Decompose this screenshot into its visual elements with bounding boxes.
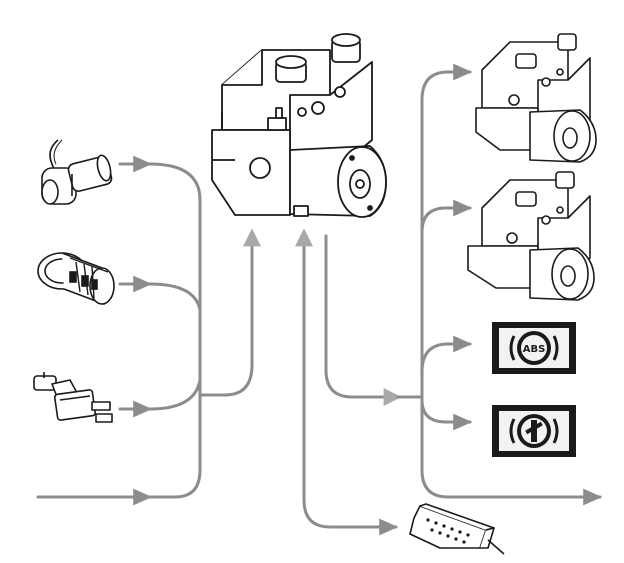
output-branch-brake-lamp	[420, 398, 473, 431]
input-signal-lines	[36, 155, 261, 506]
abs-warning-lamp-icon: ABS	[492, 322, 576, 374]
toothed-sensor-ring-icon	[37, 252, 115, 305]
output-hydraulic-unit-2-icon	[467, 171, 595, 301]
output-branch-abs-lamp	[420, 335, 473, 374]
input-to-unit-line	[198, 228, 261, 397]
input-branch-ring	[148, 282, 202, 312]
abs-lamp-label: ABS	[523, 344, 546, 355]
abs-hydraulic-unit-icon	[211, 33, 387, 218]
output-branch-unit2	[420, 199, 473, 234]
diagnostic-connector-icon	[409, 503, 505, 555]
input-bus-line	[148, 162, 202, 499]
output-bus-vertical	[420, 98, 603, 506]
output-signal-lines	[295, 72, 603, 536]
brake-warning-lamp-icon	[492, 405, 576, 457]
brake-light-switch-icon	[33, 372, 113, 423]
output-hydraulic-unit-1-icon	[475, 33, 597, 163]
wheel-speed-sensor-icon	[41, 139, 113, 205]
input-branch-switch	[148, 378, 202, 411]
unit-to-output-line	[324, 234, 402, 406]
output-bus-line	[396, 72, 470, 399]
diagnostic-line	[302, 230, 399, 536]
